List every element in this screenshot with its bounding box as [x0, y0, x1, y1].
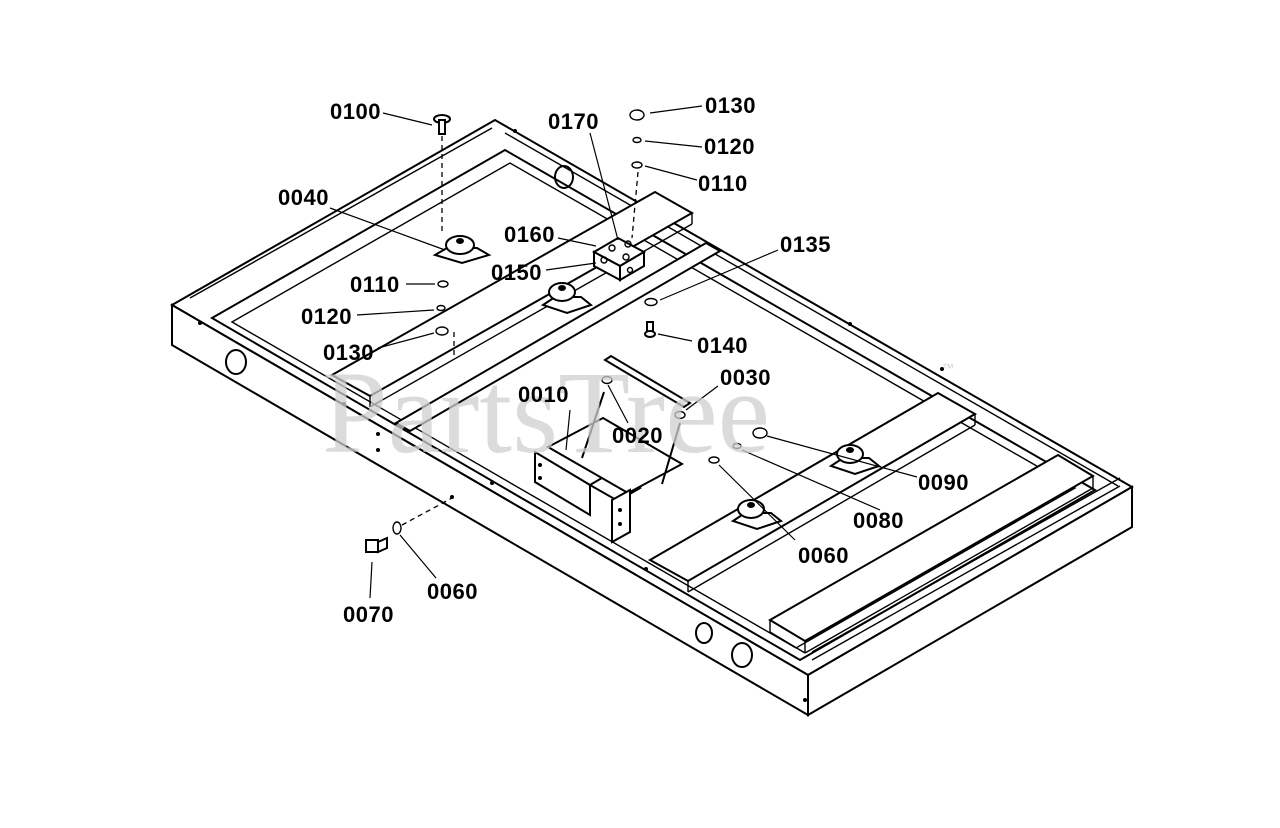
callout-0030: 0030 — [720, 365, 771, 390]
nut-0130-top — [629, 109, 645, 121]
callout-0150: 0150 — [491, 260, 542, 285]
cross-members — [329, 190, 1121, 661]
frame-hole — [731, 642, 753, 668]
callout-0170: 0170 — [548, 109, 599, 134]
watermark-text: PartsTree — [322, 347, 770, 478]
callout-0130-left: 0130 — [323, 340, 374, 365]
washer-0120-top — [632, 136, 642, 144]
rubber-mounts — [432, 235, 882, 531]
washer-0120-left — [436, 304, 446, 312]
callout-0070: 0070 — [343, 602, 394, 627]
frame-hole — [554, 165, 574, 189]
strap-bar — [603, 354, 692, 409]
bracket-base — [545, 416, 685, 495]
watermark-trademark: ™ — [942, 361, 954, 375]
bolt-0100 — [433, 114, 451, 135]
bracket-side-right — [611, 488, 631, 544]
nut-0020 — [674, 410, 686, 420]
callout-0135: 0135 — [780, 232, 831, 257]
callout-labels: 0100 0170 0130 0120 0110 0040 0160 0150 … — [278, 93, 969, 627]
washer-0060-right — [708, 456, 720, 464]
callout-0020: 0020 — [612, 423, 663, 448]
base-frame — [169, 118, 1134, 717]
callout-0060-left: 0060 — [427, 579, 478, 604]
bolt-0070 — [365, 536, 388, 554]
nut-0090 — [752, 427, 768, 439]
washer-0110-top — [631, 161, 643, 169]
callout-0080: 0080 — [853, 508, 904, 533]
frame-right-face — [807, 485, 1133, 717]
bracket-assembly — [534, 354, 692, 544]
callout-0090: 0090 — [918, 470, 969, 495]
callout-0160: 0160 — [504, 222, 555, 247]
nut-0020 — [601, 375, 613, 385]
callout-0010: 0010 — [518, 382, 569, 407]
washer-0080 — [732, 442, 742, 450]
mount-lower — [730, 499, 784, 531]
bolt-0140 — [644, 321, 656, 338]
washer-0135 — [644, 297, 658, 307]
bracket-side-left — [534, 450, 591, 517]
callout-0110-top: 0110 — [698, 171, 748, 196]
callout-0130-top: 0130 — [705, 93, 756, 118]
mount-right — [828, 444, 882, 476]
mount-center — [540, 282, 594, 315]
callout-0120-left: 0120 — [301, 304, 352, 329]
cross-member-rail — [393, 241, 723, 433]
washer-0060-left — [392, 521, 402, 535]
callout-0100: 0100 — [330, 99, 381, 124]
frame-hole — [695, 622, 713, 644]
frame-hole — [225, 349, 247, 375]
washer-0110-left — [437, 280, 449, 288]
frame-inner-rim-lip — [230, 162, 1077, 649]
hardware — [365, 109, 768, 554]
callout-0040: 0040 — [278, 185, 329, 210]
leader-lines — [329, 105, 918, 599]
junction-box — [591, 236, 647, 282]
callout-0060-right: 0060 — [798, 543, 849, 568]
callout-0110-left: 0110 — [350, 272, 400, 297]
nut-0130-left — [435, 326, 449, 336]
watermark: PartsTree ™ — [322, 347, 954, 478]
frame-inner-rim — [210, 148, 1098, 662]
mount-0040 — [432, 235, 492, 265]
callout-0140: 0140 — [697, 333, 748, 358]
callout-0120-top: 0120 — [704, 134, 755, 159]
